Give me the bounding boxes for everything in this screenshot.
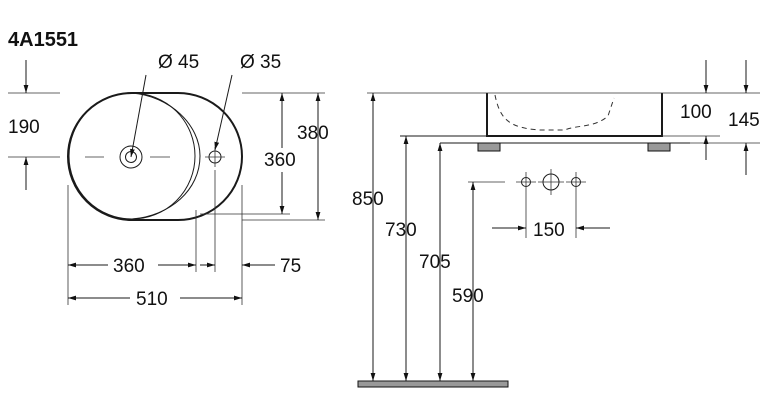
dim-75: 75: [280, 256, 301, 277]
mount-pad-left: [477, 142, 501, 152]
outlet-holes: [516, 169, 586, 195]
dim-510: 510: [136, 289, 168, 310]
mount-pad-right: [647, 142, 671, 152]
dim-360-width: 360: [113, 256, 145, 277]
basin-interior-dashed: [494, 94, 615, 131]
basin-outline: [67, 92, 243, 221]
dim-590: 590: [452, 286, 484, 307]
dim-360-height: 360: [264, 150, 296, 171]
model-title: 4A1551: [8, 29, 78, 51]
bowl-arc: [131, 92, 201, 220]
dim-150: 150: [533, 220, 565, 241]
dim-705: 705: [419, 252, 451, 273]
dim-850: 850: [352, 189, 384, 210]
dim-100: 100: [680, 102, 712, 123]
bowl-outline: [68, 92, 196, 220]
dim-145: 145: [728, 110, 760, 131]
dim-730: 730: [385, 220, 417, 241]
dim-380: 380: [297, 123, 329, 144]
floor: [357, 380, 509, 388]
basin-side-outline: [486, 93, 663, 137]
top-view: Ø 45 Ø 35 190 380 360 360 75: [8, 52, 329, 310]
side-view: 100 145 850 730 705 590: [352, 60, 760, 388]
drain-hole: [85, 145, 170, 169]
tap-hole: [205, 147, 225, 167]
dim-190: 190: [8, 117, 40, 138]
hole-small-label: Ø 35: [240, 52, 281, 73]
hole-large-label: Ø 45: [158, 52, 199, 73]
